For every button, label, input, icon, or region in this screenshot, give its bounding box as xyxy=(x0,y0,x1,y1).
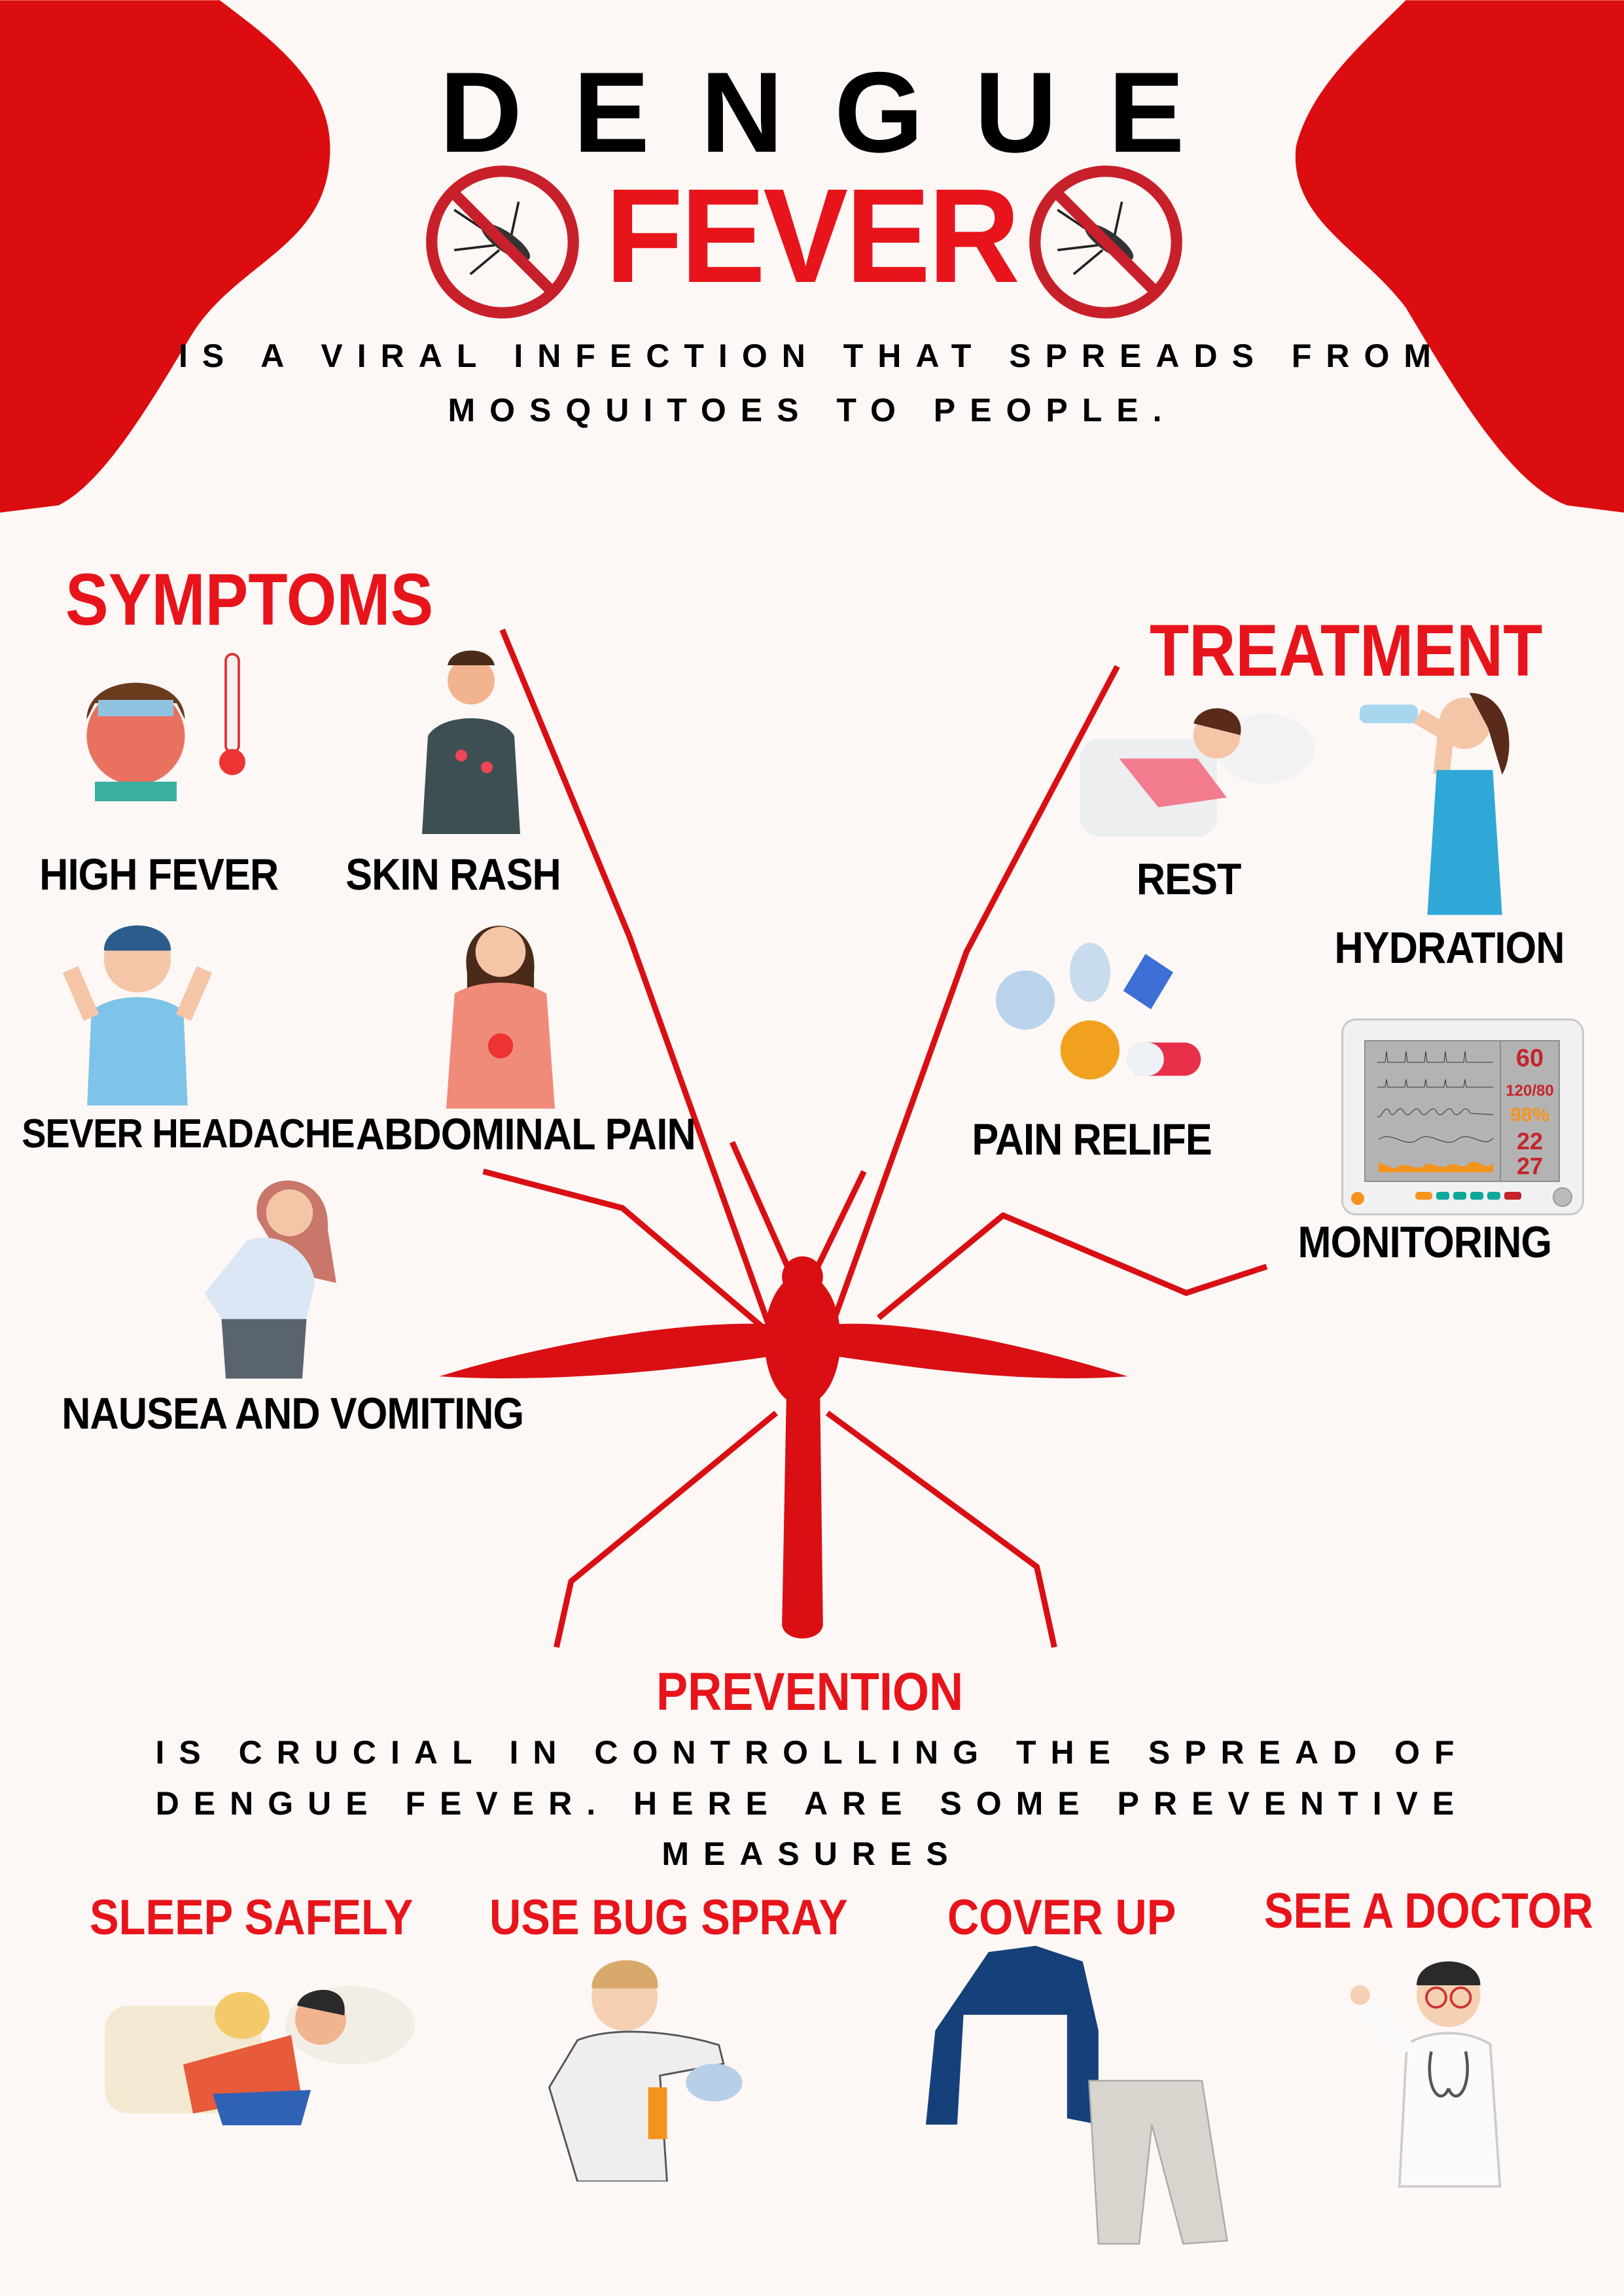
headache-illustration xyxy=(62,925,213,1105)
prevention-text-line3: MEASURES xyxy=(662,1835,962,1872)
no-mosquito-icon-left xyxy=(426,165,579,319)
symptom-label-skin-rash: SKIN RASH xyxy=(345,850,561,899)
high-fever-illustration xyxy=(86,653,245,801)
mosquito-wing-right xyxy=(822,1323,1128,1379)
treatment-label-pain-relief: PAIN RELIFE xyxy=(972,1115,1212,1164)
hydration-illustration xyxy=(1359,693,1509,915)
corner-blob-right xyxy=(1295,0,1624,513)
monitor-temperature: 27 xyxy=(1516,1153,1544,1179)
mosquito-silhouette xyxy=(482,629,1268,1648)
doctor-illustration xyxy=(1350,1961,1502,2188)
monitor-blood-pressure: 120/80 xyxy=(1506,1082,1554,1100)
prevention-text-line1: IS CRUCIAL IN CONTROLLING THE SPREAD OF xyxy=(155,1734,1469,1771)
pills-illustration xyxy=(995,943,1201,1080)
no-mosquito-icon-right xyxy=(1029,165,1182,319)
title-dengue: DENGUE xyxy=(439,49,1236,177)
cover-up-illustration xyxy=(926,1945,1228,2245)
symptom-label-high-fever: HIGH FEVER xyxy=(39,850,279,899)
prevention-label-cover-up: COVER UP xyxy=(947,1890,1176,1945)
monitor-spo2: 98% xyxy=(1509,1104,1550,1126)
treatment-label-monitoring: MONITORING xyxy=(1297,1217,1553,1267)
prevention-label-bug-spray: USE BUG SPRAY xyxy=(489,1890,848,1945)
sleep-safely-illustration xyxy=(105,1986,415,2125)
symptom-label-abdominal-pain: ABDOMINAL PAIN xyxy=(355,1109,696,1159)
skin-rash-illustration xyxy=(422,650,520,834)
monitor-respiration: 22 xyxy=(1516,1128,1544,1155)
nausea-illustration xyxy=(204,1180,336,1379)
mosquito-wing-left xyxy=(439,1323,784,1379)
symptom-label-sever-headache: SEVER HEADACHE xyxy=(22,1111,355,1157)
abdominal-pain-illustration xyxy=(446,926,556,1109)
treatment-heading: TREATMENT xyxy=(1150,610,1543,691)
vital-signs-monitor: 60 120/80 98% 22 27 xyxy=(1341,1018,1584,1215)
title-fever: FEVER xyxy=(605,161,1020,311)
rest-illustration xyxy=(1080,708,1315,837)
monitor-waveforms xyxy=(1377,1051,1494,1172)
symptom-label-nausea-vomiting: NAUSEA AND VOMITING xyxy=(62,1389,524,1438)
corner-blob-left xyxy=(0,0,330,513)
subtitle-line1: IS A VIRAL INFECTION THAT SPREADS FROM xyxy=(178,338,1446,374)
mosquito-thorax xyxy=(764,1274,841,1406)
prevention-text-line2: DENGUE FEVER. HERE ARE SOME PREVENTIVE xyxy=(155,1785,1469,1822)
symptoms-heading: SYMPTOMS xyxy=(65,559,434,640)
treatment-label-hydration: HYDRATION xyxy=(1334,923,1565,973)
mosquito-abdomen xyxy=(782,1398,823,1639)
treatment-label-rest: REST xyxy=(1136,854,1242,904)
prevention-label-see-doctor: SEE A DOCTOR xyxy=(1264,1883,1593,1939)
monitor-heart-rate: 60 xyxy=(1515,1045,1544,1072)
monitor-screen: 60 120/80 98% 22 27 xyxy=(1364,1040,1560,1182)
prevention-heading: PREVENTION xyxy=(656,1662,964,1722)
subtitle-line2: MOSQUITOES TO PEOPLE. xyxy=(448,392,1176,428)
bug-spray-illustration xyxy=(548,1960,743,2182)
prevention-label-sleep-safely: SLEEP SAFELY xyxy=(90,1890,414,1945)
